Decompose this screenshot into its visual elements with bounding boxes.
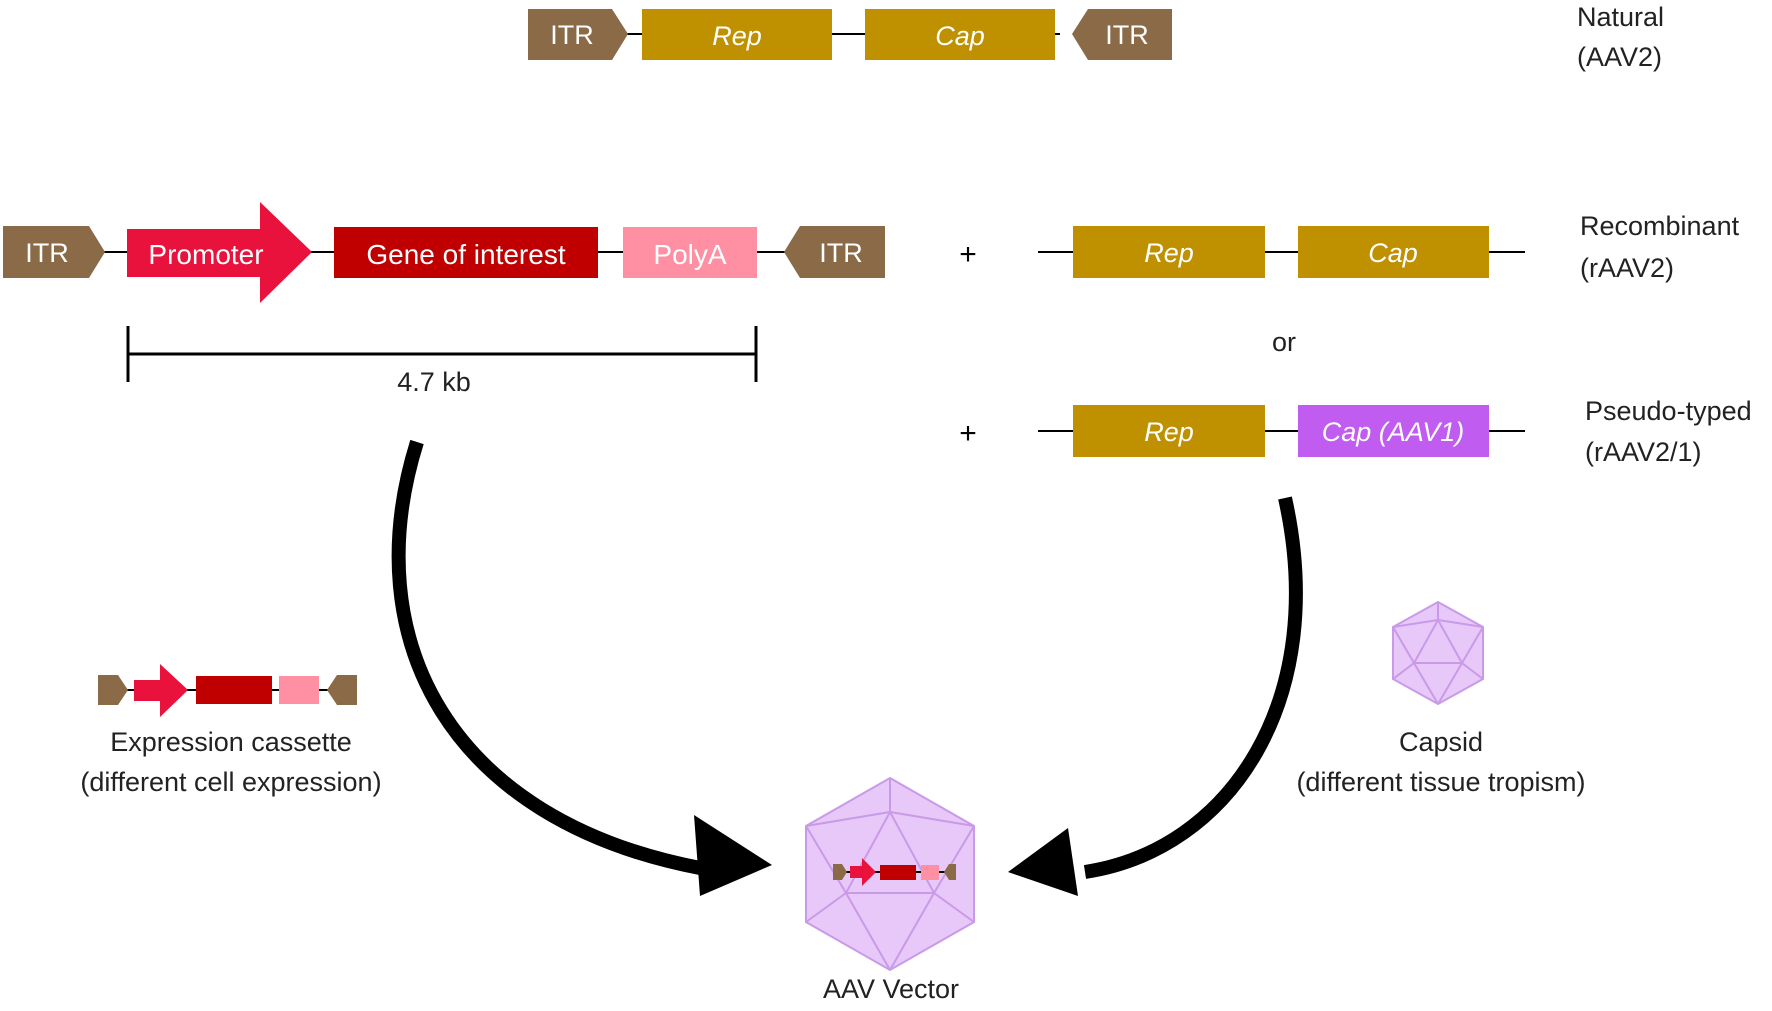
- pseudotyped-plus-sign: +: [959, 417, 977, 450]
- capsid-label-line1: Capsid: [1399, 727, 1483, 757]
- scale-bar-length-label: 4.7 kb: [397, 367, 471, 397]
- expression-cassette-polya: [279, 676, 319, 704]
- recombinant-helper-construct: Rep Cap: [1038, 226, 1525, 278]
- capsid-inner-triangle: [1412, 617, 1464, 664]
- vector-facet-5: [933, 825, 975, 894]
- pseudotyped-label-line1: Pseudo-typed: [1585, 396, 1752, 426]
- capsid-facet-5: [1461, 626, 1484, 664]
- natural-label-line2: (AAV2): [1577, 42, 1662, 72]
- natural-cap-box: [865, 9, 1055, 60]
- polya-box: [623, 227, 757, 278]
- capsid-facet-4: [1392, 626, 1415, 664]
- natural-itr-right-shape: [1072, 9, 1172, 60]
- recombinant-label-line2: (rAAV2): [1580, 253, 1674, 283]
- capsid-icon: [1392, 600, 1484, 706]
- expression-cassette-promoter: [134, 664, 188, 717]
- vector-facet-9: [889, 892, 935, 971]
- expression-cassette-icon: [98, 664, 357, 717]
- capsid-facet-9: [1437, 662, 1463, 705]
- capsid-facet-3: [1437, 619, 1484, 628]
- pseudotyped-rep-box: [1073, 405, 1265, 457]
- capsid-label-line2: (different tissue tropism): [1296, 767, 1585, 797]
- vector-capsid-inner-triangle: [844, 809, 936, 894]
- left-curved-arrow: [391, 439, 702, 875]
- vector-facet-8: [845, 892, 891, 971]
- recombinant-cap-box: [1298, 226, 1489, 278]
- vector-cassette-polya: [921, 865, 939, 880]
- vector-facet-7: [933, 892, 975, 923]
- expression-cassette-label-line1: Expression cassette: [110, 727, 352, 757]
- right-arrowhead: [1008, 828, 1078, 896]
- vector-cassette-promoter: [850, 858, 876, 886]
- gene-of-interest-box: [334, 227, 598, 278]
- natural-construct: ITR Rep Cap ITR: [528, 9, 1172, 60]
- recombinant-itr-left-shape: [3, 226, 105, 278]
- vector-facet-2: [805, 811, 891, 827]
- pseudotyped-cap-box: [1298, 405, 1489, 457]
- vector-cassette: [833, 858, 956, 886]
- expression-cassette-gene: [196, 676, 272, 704]
- promoter-arrow: [127, 202, 312, 303]
- left-arrowhead: [694, 815, 772, 896]
- recombinant-rep-label: Rep: [1144, 238, 1194, 268]
- natural-label-line1: Natural: [1577, 2, 1664, 32]
- vector-cassette-itr-left: [833, 864, 847, 880]
- recombinant-plus-sign: +: [959, 238, 977, 271]
- aav-vector-label: AAV Vector: [823, 974, 959, 1004]
- recombinant-itr-right-shape: [784, 226, 885, 278]
- recombinant-itr-right-label: ITR: [819, 238, 863, 268]
- pseudotyped-helper-construct: Rep Cap (AAV1): [1038, 405, 1525, 457]
- expression-cassette-itr-right: [327, 675, 357, 705]
- gene-of-interest-label: Gene of interest: [366, 239, 565, 270]
- expression-cassette-itr-left: [98, 675, 128, 705]
- natural-cap-label: Cap: [935, 21, 985, 51]
- vector-facet-6: [805, 892, 847, 923]
- capsid-facet-7: [1461, 662, 1484, 680]
- capsid-facet-6: [1392, 662, 1415, 680]
- capsid-facet-8: [1413, 662, 1439, 705]
- aav-vector-icon: [805, 776, 975, 972]
- natural-rep-box: [642, 9, 832, 60]
- right-curved-arrow: [1083, 496, 1303, 879]
- pseudotyped-label-line2: (rAAV2/1): [1585, 437, 1702, 467]
- expression-cassette-label-line2: (different cell expression): [80, 767, 381, 797]
- vector-facet-3: [889, 811, 975, 827]
- vector-cassette-gene: [880, 865, 916, 880]
- recombinant-cap-label: Cap: [1368, 238, 1418, 268]
- natural-itr-left-shape: [528, 9, 628, 60]
- scale-bar: 4.7 kb: [126, 326, 758, 397]
- vector-cassette-itr-right: [944, 864, 956, 880]
- or-label: or: [1272, 327, 1296, 357]
- pseudotyped-cap-label: Cap (AAV1): [1322, 417, 1465, 447]
- natural-rep-label: Rep: [712, 21, 762, 51]
- recombinant-itr-left-label: ITR: [25, 238, 69, 268]
- recombinant-construct: ITR Promoter Gene of interest PolyA ITR: [3, 202, 885, 303]
- recombinant-rep-box: [1073, 226, 1265, 278]
- pseudotyped-rep-label: Rep: [1144, 417, 1194, 447]
- natural-itr-right-label: ITR: [1105, 20, 1149, 50]
- promoter-label: Promoter: [148, 239, 263, 270]
- natural-itr-left-label: ITR: [550, 20, 594, 50]
- vector-facet-4: [805, 825, 847, 894]
- polya-label: PolyA: [653, 239, 726, 270]
- capsid-facet-2: [1392, 619, 1439, 628]
- recombinant-label-line1: Recombinant: [1580, 211, 1740, 241]
